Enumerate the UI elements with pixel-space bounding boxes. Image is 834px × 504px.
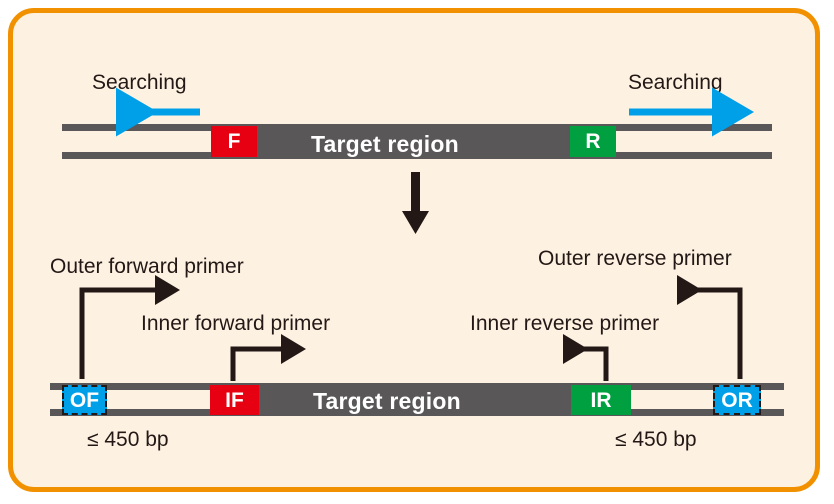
outer-reverse-primer-label: Outer reverse primer bbox=[538, 247, 732, 270]
searching-left-label: Searching bbox=[92, 71, 187, 94]
length-label-left: ≤ 450 bp bbox=[87, 428, 169, 451]
target-region-block-top bbox=[257, 124, 570, 159]
primer-box-r: R bbox=[570, 126, 616, 157]
primer-box-or: OR bbox=[713, 385, 761, 415]
inner-forward-primer-label: Inner forward primer bbox=[141, 312, 331, 335]
primer-box-of: OF bbox=[62, 385, 107, 415]
outer-forward-primer-label: Outer forward primer bbox=[50, 255, 244, 278]
target-region-label-bottom: Target region bbox=[313, 388, 461, 414]
primer-box-ir: IR bbox=[571, 385, 631, 415]
target-region-block-bottom bbox=[259, 383, 571, 416]
length-label-right: ≤ 450 bp bbox=[615, 428, 697, 451]
primer-box-f: F bbox=[211, 126, 257, 157]
inner-reverse-primer-label: Inner reverse primer bbox=[470, 312, 660, 335]
searching-right-label: Searching bbox=[628, 71, 723, 94]
primer-box-if: IF bbox=[210, 385, 259, 415]
target-region-label-top: Target region bbox=[311, 131, 459, 157]
